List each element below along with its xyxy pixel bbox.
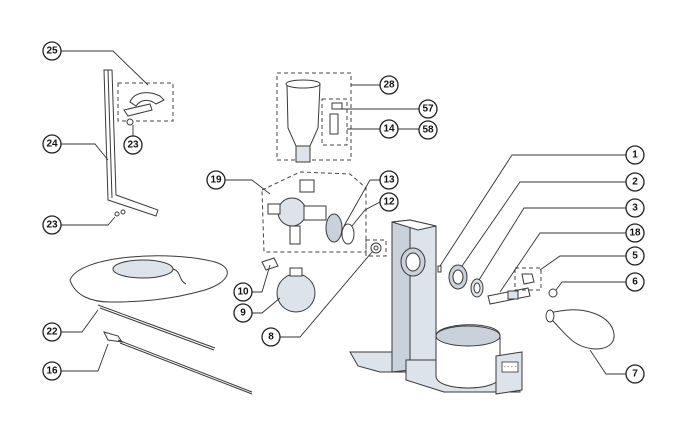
callout-label: 6 bbox=[632, 277, 638, 288]
callout-25: 25 bbox=[42, 41, 62, 61]
callout-label: 8 bbox=[268, 332, 274, 343]
callout-label: 23 bbox=[46, 220, 58, 231]
callout-label: 13 bbox=[383, 175, 395, 186]
callout-23-screws: 23 bbox=[42, 215, 62, 235]
callout-label: 19 bbox=[210, 175, 222, 186]
screws bbox=[114, 209, 126, 217]
callout-13: 13 bbox=[379, 170, 399, 190]
callout-18: 18 bbox=[625, 223, 645, 243]
callout-19: 19 bbox=[206, 170, 226, 190]
callout-label: 7 bbox=[632, 369, 638, 380]
vapor-duct-assembly bbox=[261, 171, 367, 253]
clip-5 bbox=[514, 267, 542, 291]
callout-57: 57 bbox=[418, 99, 438, 119]
callout-1: 1 bbox=[625, 145, 645, 165]
callout-label: 9 bbox=[240, 308, 246, 319]
display-readout: ---- bbox=[503, 364, 517, 371]
callout-24: 24 bbox=[42, 134, 62, 154]
callout-16: 16 bbox=[42, 361, 62, 381]
callout-label: 10 bbox=[237, 287, 249, 298]
callout-8: 8 bbox=[261, 327, 281, 347]
callout-label: 25 bbox=[46, 46, 58, 57]
callout-label: 24 bbox=[46, 139, 58, 150]
callout-7: 7 bbox=[625, 364, 645, 384]
evaporating-flask-7 bbox=[545, 309, 615, 350]
callout-label: 22 bbox=[46, 327, 58, 338]
support-rod bbox=[103, 69, 159, 217]
callout-label: 3 bbox=[632, 203, 638, 214]
seal-8 bbox=[365, 239, 387, 257]
clamp-assembly bbox=[117, 82, 174, 126]
leader-lines bbox=[61, 50, 626, 375]
callout-label: 18 bbox=[629, 228, 641, 239]
callout-label: 2 bbox=[632, 177, 638, 188]
callout-label: 28 bbox=[383, 80, 395, 91]
callout-label: 14 bbox=[383, 124, 395, 135]
connector-10 bbox=[261, 257, 279, 271]
flask-9 bbox=[276, 267, 316, 313]
callout-5: 5 bbox=[625, 246, 645, 266]
bath-rod bbox=[103, 331, 253, 395]
condenser-assembly bbox=[276, 72, 352, 163]
vapor-duct-18 bbox=[487, 287, 531, 305]
callout-3: 3 bbox=[625, 198, 645, 218]
callout-label: 1 bbox=[632, 150, 638, 161]
callout-12: 12 bbox=[379, 192, 399, 212]
callout-label: 57 bbox=[422, 104, 434, 115]
callout-28: 28 bbox=[379, 75, 399, 95]
callout-10: 10 bbox=[233, 282, 253, 302]
callout-22: 22 bbox=[42, 322, 62, 342]
seal-2 bbox=[448, 264, 468, 290]
callout-label: 16 bbox=[46, 366, 58, 377]
callout-2: 2 bbox=[625, 172, 645, 192]
callout-23-clamp: 23 bbox=[123, 135, 143, 155]
callout-6: 6 bbox=[625, 272, 645, 292]
seal-ring-1 bbox=[437, 265, 442, 273]
callout-label: 58 bbox=[422, 125, 434, 136]
callout-9: 9 bbox=[233, 303, 253, 323]
callout-14: 14 bbox=[379, 119, 399, 139]
clip-6 bbox=[548, 288, 558, 298]
seal-3 bbox=[470, 278, 484, 298]
callout-label: 23 bbox=[127, 140, 139, 151]
splash-shield bbox=[69, 255, 228, 351]
rotary-evaporator-body: ---- bbox=[349, 219, 523, 395]
callout-label: 12 bbox=[383, 197, 395, 208]
callout-58: 58 bbox=[418, 120, 438, 140]
callout-label: 5 bbox=[632, 251, 638, 262]
